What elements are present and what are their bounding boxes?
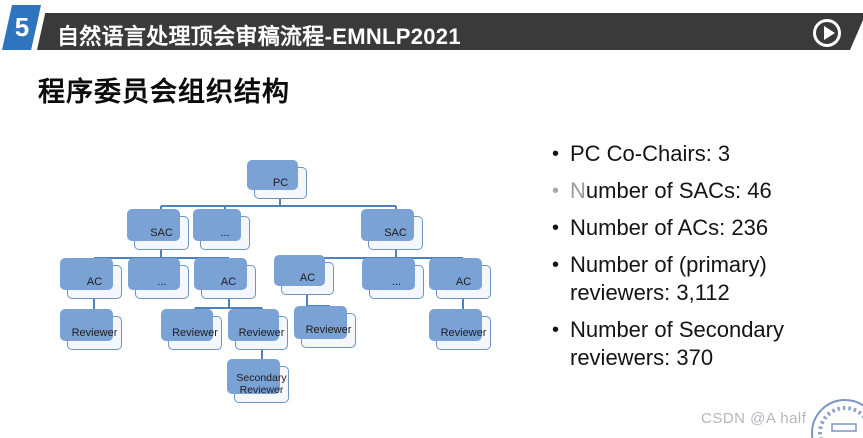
stat-item-sacs: • Number of SACs: 46	[552, 178, 772, 203]
org-node-reviewer-5: Reviewer	[429, 309, 491, 350]
org-node-reviewer-3: Reviewer	[228, 309, 288, 350]
org-node-ac-4: AC	[429, 258, 491, 299]
stat-text: PC Co-Chairs: 3	[570, 141, 731, 166]
stat-text: umber of SACs: 46	[585, 178, 772, 203]
play-icon	[824, 26, 835, 40]
org-node-ac-2: AC	[194, 258, 256, 299]
org-node-pc: PC	[247, 160, 307, 199]
stat-text: Number of Secondary reviewers: 370	[570, 317, 784, 370]
stat-item-secondary-reviewers: • Number of Secondary reviewers: 370	[552, 316, 832, 372]
org-node-ac-3: AC	[274, 255, 334, 295]
bullet-icon: •	[552, 254, 560, 276]
org-node-ac-ellipsis-right: ...	[362, 258, 424, 299]
slide-heading: 程序委员会组织结构	[38, 77, 290, 107]
stat-item-primary-reviewers: • Number of (primary) reviewers: 3,112	[552, 251, 832, 307]
stats-list: • PC Co-Chairs: 3 • Number of SACs: 46 •…	[552, 140, 832, 381]
bullet-icon: •	[552, 180, 560, 202]
stat-item-pc-cochairs: • PC Co-Chairs: 3	[552, 140, 832, 168]
org-node-secondary-reviewer: Secondary Reviewer	[227, 359, 289, 403]
org-node-ac-1: AC	[60, 258, 122, 299]
bullet-icon: •	[552, 217, 560, 239]
org-node-sac-left: SAC	[127, 209, 189, 250]
header-title: 自然语言处理顶会审稿流程-EMNLP2021	[57, 24, 461, 49]
org-node-reviewer-4: Reviewer	[294, 306, 356, 348]
header-bar: 自然语言处理顶会审稿流程-EMNLP2021	[4, 13, 863, 50]
bullet-icon: •	[552, 319, 560, 341]
slide-number: 5	[14, 12, 30, 42]
stat-text: Number of (primary) reviewers: 3,112	[570, 252, 767, 305]
play-button[interactable]	[813, 19, 841, 47]
stat-item-acs: • Number of ACs: 236	[552, 214, 832, 242]
stat-text: Number of ACs: 236	[570, 215, 769, 240]
org-node-sac-ellipsis: ...	[193, 209, 250, 250]
bullet-icon: •	[552, 143, 560, 165]
org-node-ac-ellipsis-left: ...	[128, 258, 189, 299]
csdn-watermark: CSDN @A half	[701, 410, 807, 427]
org-node-reviewer-2: Reviewer	[161, 309, 222, 350]
org-node-sac-right: SAC	[361, 209, 423, 250]
org-node-reviewer-1: Reviewer	[60, 309, 122, 350]
stamp-seal-icon	[811, 399, 863, 438]
